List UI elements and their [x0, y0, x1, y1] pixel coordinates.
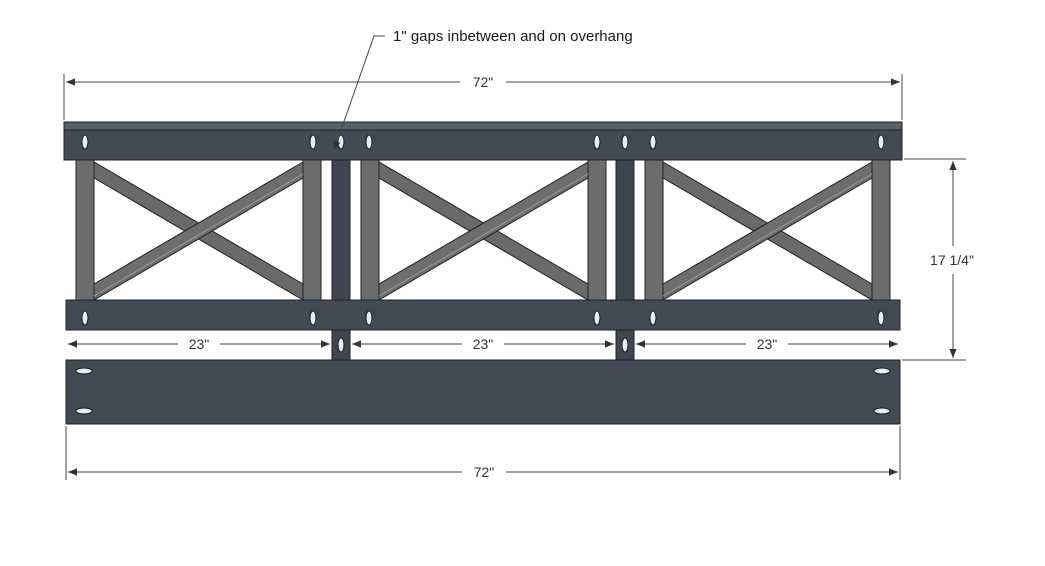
dimension-top-width: 72" [63, 74, 903, 120]
dimension-panel-right: 23" [636, 336, 898, 352]
bottom-board [65, 359, 901, 425]
panel-middle-brace-edge [378, 173, 589, 297]
panel-middle [360, 157, 607, 304]
screw-hole [873, 407, 891, 415]
panel-left-post-left [75, 157, 95, 304]
screw-hole [309, 134, 317, 150]
screw-holes [75, 134, 891, 415]
screw-hole [877, 310, 885, 326]
top-rail-top-edge [63, 121, 903, 131]
screw-hole [81, 310, 89, 326]
screw-hole [365, 310, 373, 326]
dimension-panel-right-label: 23" [757, 336, 778, 352]
screw-hole [81, 134, 89, 150]
screw-hole [877, 134, 885, 150]
screw-hole [75, 367, 93, 375]
gap-annotation: 1" gaps inbetween and on overhang [333, 28, 633, 151]
screw-hole [649, 134, 657, 150]
screw-hole [649, 310, 657, 326]
divider-post-right-front [615, 159, 635, 301]
divider-post-left-front [331, 159, 351, 301]
dimension-panel-left: 23" [68, 336, 330, 352]
lower-rail [65, 299, 901, 331]
screw-hole [873, 367, 891, 375]
dimension-bottom-label: 72" [474, 464, 495, 480]
dimension-top-label: 72" [473, 74, 494, 90]
dimension-bottom-width: 72" [65, 426, 901, 480]
panel-right [644, 157, 891, 304]
top-rail [63, 121, 903, 161]
gap-annotation-text: 1" gaps inbetween and on overhang [393, 28, 633, 45]
dimension-panel-middle-label: 23" [473, 336, 494, 352]
panel-middle-post-right [587, 157, 607, 304]
dimension-height-label: 17 1/4" [930, 252, 974, 268]
screw-hole [337, 337, 345, 353]
dimension-panel-left-label: 23" [189, 336, 210, 352]
panel-right-post-right [871, 157, 891, 304]
screw-hole [621, 337, 629, 353]
panel-left [75, 157, 322, 304]
screw-hole [75, 407, 93, 415]
screw-hole [621, 134, 629, 150]
panel-right-post-left [644, 157, 664, 304]
panel-middle-post-left [360, 157, 380, 304]
panel-right-brace-edge [662, 173, 873, 297]
dimension-height: 17 1/4" [902, 158, 974, 361]
panel-left-brace-edge [93, 173, 304, 297]
gap-annotation-leader [333, 35, 385, 151]
panel-left-post-right [302, 157, 322, 304]
screw-hole [365, 134, 373, 150]
screw-hole [593, 134, 601, 150]
screw-hole [309, 310, 317, 326]
dimension-panel-middle: 23" [352, 336, 614, 352]
screw-hole [593, 310, 601, 326]
